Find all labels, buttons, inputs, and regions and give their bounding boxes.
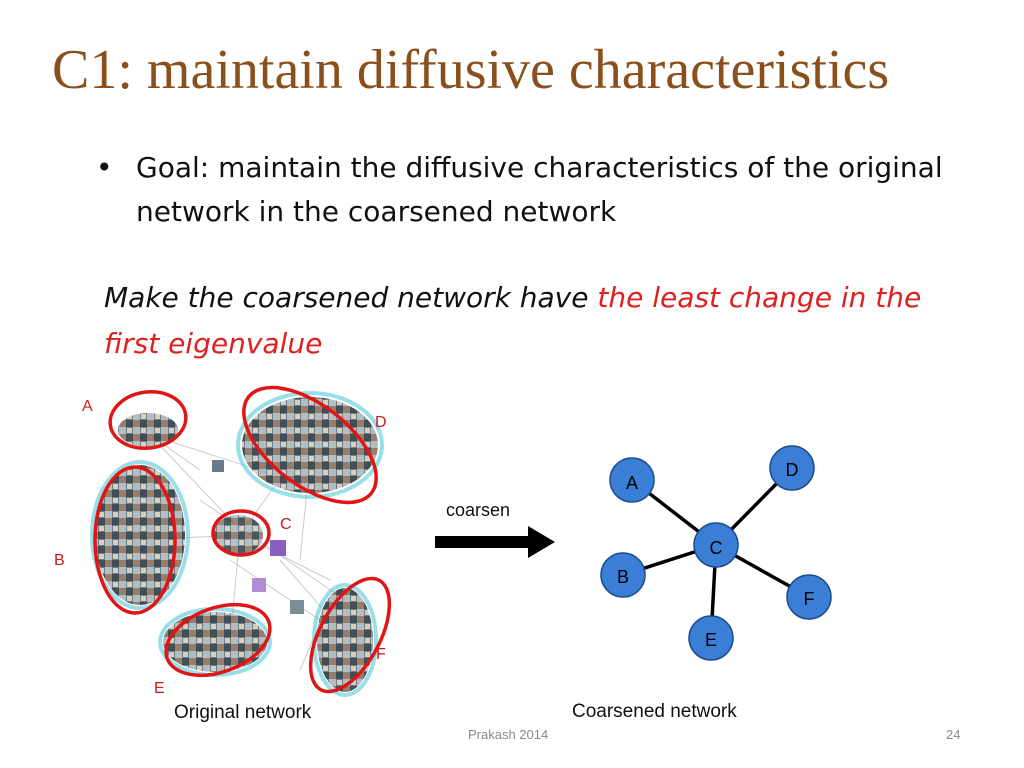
node-label: F [804,589,815,609]
coarsened-node-labels: A B C D E F [617,460,815,650]
bullet-dot-icon: • [96,151,113,184]
cluster-highlights [93,385,392,694]
footer-author: Prakash 2014 [468,727,549,742]
original-network-caption: Original network [174,702,312,723]
emphasis-statement: Make the coarsened network have the leas… [104,275,964,367]
node-b [600,552,646,598]
goal-bullet: • Goal: maintain the diffusive character… [96,146,956,234]
cluster-label-f: F [376,646,386,663]
cluster-label-c: C [280,516,292,533]
cluster-f-outline [308,576,392,694]
node-f [786,574,832,620]
cluster-e-outline [164,602,272,678]
coarsen-label: coarsen [446,500,511,520]
node-label: D [786,460,799,480]
node-label: B [617,567,629,587]
cluster-c-outline [211,509,271,557]
coarsened-network-caption: Coarsened network [572,701,737,722]
cluster-b-outline [93,465,177,615]
page-number: 24 [946,727,961,742]
cluster-label-a: A [82,398,93,415]
node-label: C [710,538,723,558]
cluster-a-outline [108,390,188,450]
emphasis-prefix: Make the coarsened network have [104,281,598,314]
cluster-label-e: E [154,680,165,697]
node-c [693,522,739,568]
node-label: E [705,630,717,650]
cluster-label-b: B [54,552,65,569]
slide-title: C1: maintain diffusive characteristics [52,39,890,101]
emphasis-highlight: the least change in the first eigenvalue [104,281,922,360]
coarsened-nodes [600,445,832,661]
cluster-d-outline [242,385,378,505]
cluster-label-d: D [375,414,387,431]
node-e [688,615,734,661]
node-a [609,457,655,503]
goal-text: Goal: maintain the diffusive characteris… [136,151,943,228]
node-d [769,445,815,491]
original-network-image [90,391,384,697]
coarsen-arrow-icon [435,526,555,558]
node-label: A [626,473,638,493]
